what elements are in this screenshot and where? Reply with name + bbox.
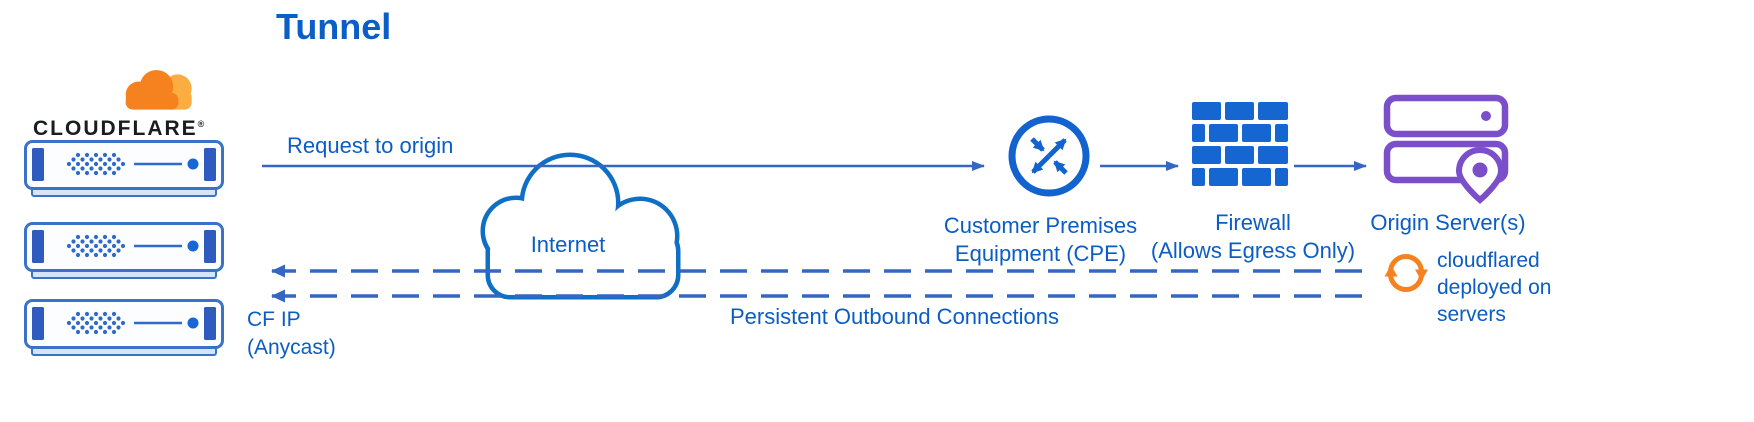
page-title: Tunnel: [276, 6, 392, 47]
cpe-label-line1: Customer Premises: [943, 213, 1138, 238]
cf-ip-label: CF IP (Anycast): [247, 306, 336, 362]
cf-ip-label-line2: (Anycast): [247, 336, 336, 359]
cloudflared-sync-icon: [1384, 254, 1428, 292]
cloudflare-cloud-icon: [125, 70, 192, 110]
location-pin-icon: [1455, 146, 1505, 204]
cpe-label-line2: Equipment (CPE): [954, 241, 1127, 266]
persistent-outbound-label: Persistent Outbound Connections: [730, 304, 1059, 329]
cloudflare-wordmark: CLOUDFLARE: [33, 117, 198, 140]
internet-label: Internet: [530, 232, 606, 257]
cloudflared-label-line1: cloudflared: [1437, 249, 1540, 272]
cloudflared-label-line2: deployed on: [1437, 276, 1552, 299]
cf-ip-label-line1: CF IP: [247, 308, 301, 331]
internet-cloud-icon: [480, 152, 681, 300]
firewall-brick-icon: [1192, 102, 1288, 186]
edge-server-icon: [24, 222, 224, 280]
registered-mark: ®: [197, 119, 207, 129]
origin-servers-label: Origin Server(s): [1370, 210, 1526, 235]
edge-server-icon: [24, 140, 224, 198]
firewall-label: Firewall (Allows Egress Only): [1143, 209, 1363, 265]
cloudflared-label-line3: servers: [1437, 303, 1506, 326]
cpe-label: Customer Premises Equipment (CPE): [938, 212, 1143, 268]
request-to-origin-label: Request to origin: [287, 133, 454, 158]
origin-servers-icon: [1383, 94, 1509, 204]
cpe-router-icon: [1008, 115, 1090, 197]
edge-server-icon: [24, 299, 224, 357]
cloudflare-logo-text: CLOUDFLARE®: [33, 117, 206, 141]
firewall-label-line2: (Allows Egress Only): [1150, 238, 1356, 263]
cloudflared-label: cloudflared deployed on servers: [1437, 247, 1551, 328]
firewall-label-line1: Firewall: [1215, 210, 1291, 235]
